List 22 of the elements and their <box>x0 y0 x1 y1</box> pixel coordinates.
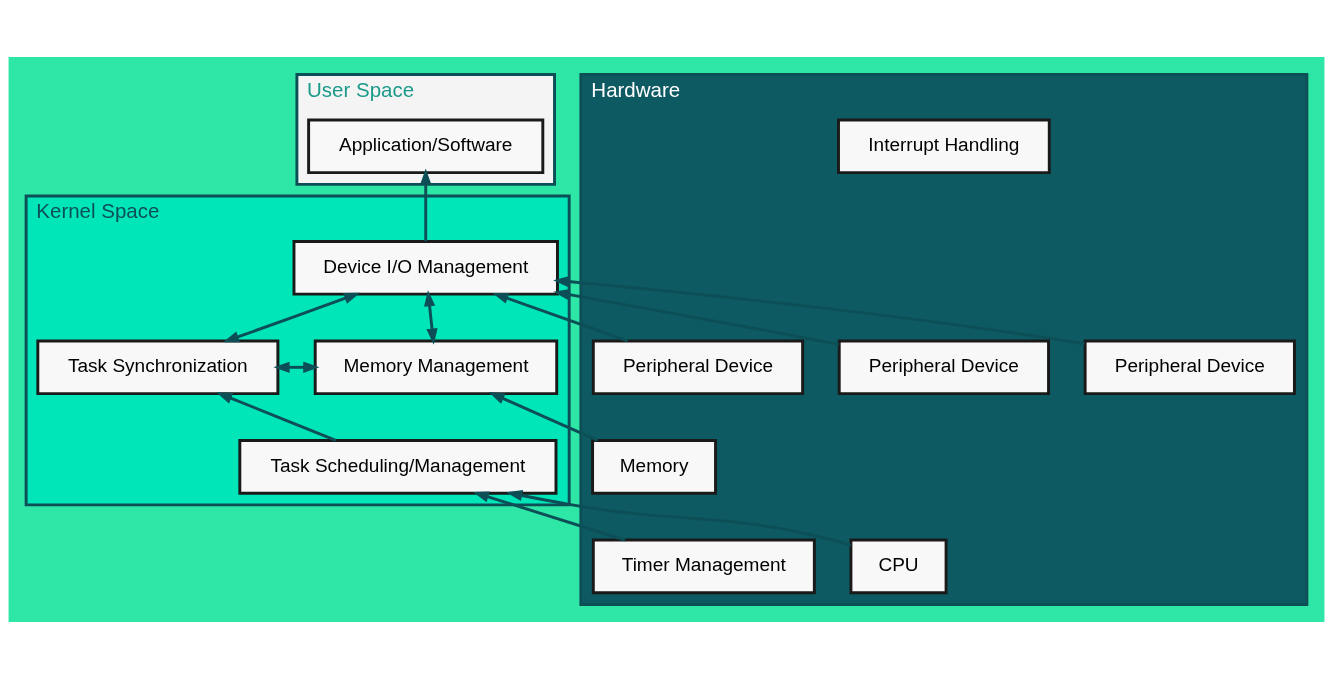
node-box: Interrupt Handling <box>837 118 1051 175</box>
node-box: Peripheral Device <box>837 339 1050 396</box>
arrow <box>424 290 438 345</box>
node-box: Memory Management <box>313 339 559 396</box>
node-box: Peripheral Device <box>591 339 805 396</box>
arrow <box>420 168 432 242</box>
arrow <box>553 289 839 346</box>
node-box: Timer Management <box>591 538 816 595</box>
arrow <box>506 490 852 547</box>
arrow <box>472 491 626 542</box>
arrow <box>492 292 628 343</box>
arrow <box>216 392 337 442</box>
node-box: Memory <box>591 439 717 495</box>
arrow <box>223 292 361 343</box>
node-box: Task Synchronization <box>36 339 280 396</box>
node-box: CPU <box>849 538 948 595</box>
node-box: Task Scheduling/Management <box>238 439 558 495</box>
arrow <box>273 361 320 373</box>
arrow <box>553 276 1085 346</box>
node-box: Device I/O Management <box>292 239 559 296</box>
node-box: Application/Software <box>307 118 545 175</box>
node-box: Peripheral Device <box>1083 339 1296 396</box>
